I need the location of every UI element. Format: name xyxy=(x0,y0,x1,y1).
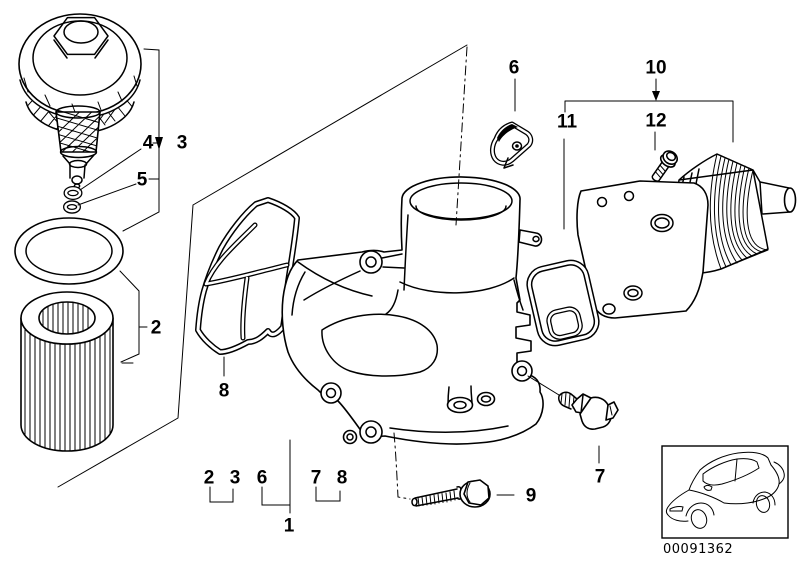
callout-12[interactable]: 12 xyxy=(645,110,667,132)
oil-filter-element-drawing xyxy=(20,291,114,452)
callout-3[interactable]: 3 xyxy=(176,132,188,154)
callout-bottom-3[interactable]: 3 xyxy=(229,467,241,489)
callout-1[interactable]: 1 xyxy=(283,515,295,537)
screw-plug-drawing xyxy=(651,150,679,182)
callout-bottom-6[interactable]: 6 xyxy=(256,467,268,489)
o-ring-lower-drawing xyxy=(63,200,81,214)
group-separator-line xyxy=(57,44,468,488)
callout-6[interactable]: 6 xyxy=(508,57,520,79)
callout-11[interactable]: 11 xyxy=(556,111,578,133)
housing-gasket-drawing xyxy=(195,197,300,355)
callout-10[interactable]: 10 xyxy=(645,57,667,79)
callout-bottom-8[interactable]: 8 xyxy=(336,467,348,489)
oil-filter-housing-drawing xyxy=(281,176,544,445)
heat-exchanger-gasket-drawing xyxy=(526,259,600,347)
callout-leader-lines-right xyxy=(496,78,734,496)
vehicle-thumbnail xyxy=(661,445,789,539)
callout-4[interactable]: 4 xyxy=(142,132,154,154)
heat-exchanger-drawing xyxy=(576,153,797,319)
oil-pressure-switch-drawing xyxy=(527,375,619,430)
diagram-code: 00091362 xyxy=(663,542,734,557)
callout-bottom-7[interactable]: 7 xyxy=(310,467,322,489)
callout-2[interactable]: 2 xyxy=(150,317,162,339)
callout-leader-lines-left xyxy=(77,48,225,377)
callout-9[interactable]: 9 xyxy=(525,485,537,507)
callout-7[interactable]: 7 xyxy=(594,466,606,488)
retaining-clip-drawing xyxy=(490,121,534,169)
callout-8[interactable]: 8 xyxy=(218,380,230,402)
center-axis-line xyxy=(455,46,468,226)
vehicle-3q-view-icon xyxy=(666,451,785,529)
callout-bottom-2[interactable]: 2 xyxy=(203,467,215,489)
callout-5[interactable]: 5 xyxy=(136,169,148,191)
callout-leader-lines-bottom xyxy=(209,439,341,514)
sealing-ring-drawing xyxy=(14,217,124,285)
hex-bolt-drawing xyxy=(393,432,491,508)
filter-cover-cap-drawing xyxy=(18,13,142,189)
o-ring-upper-drawing xyxy=(63,186,83,200)
